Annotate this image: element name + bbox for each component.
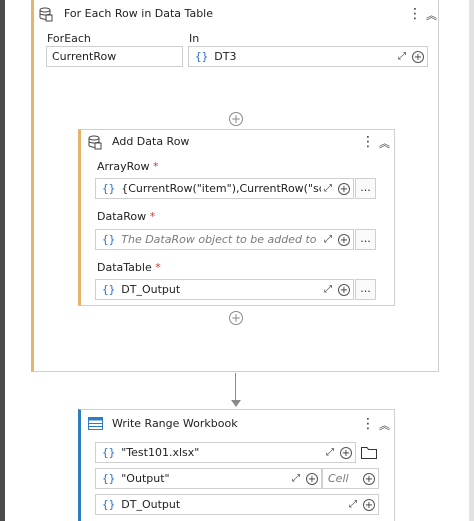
datatable-input[interactable]: {} DT_Output ⤢ + (95, 494, 379, 515)
plus-menu-icon[interactable]: + (338, 283, 350, 296)
expression-icon: {} (102, 446, 116, 459)
data-row-label: DataRow * (97, 210, 155, 223)
data-row-placeholder: The DataRow object to be added to th (121, 233, 321, 246)
write-range-title: Write Range Workbook (112, 417, 238, 430)
connector-arrow (231, 400, 241, 407)
expand-editor-icon[interactable]: ⤢ (324, 183, 332, 194)
in-datatable-value: DT3 (214, 50, 237, 63)
array-row-browse-button[interactable]: ... (355, 178, 376, 199)
folder-icon[interactable] (361, 445, 377, 459)
more-options-icon[interactable]: ⋮ (361, 416, 375, 432)
workbook-path-value: "Test101.xlsx" (121, 446, 200, 459)
expand-editor-icon[interactable]: ⤢ (326, 447, 334, 458)
sheet-name-value: "Output" (121, 472, 170, 485)
plus-menu-icon[interactable]: + (363, 472, 375, 485)
add-activity-icon[interactable]: + (229, 311, 243, 325)
add-data-row-title: Add Data Row (112, 135, 190, 148)
data-table-label-text: DataTable (97, 261, 152, 274)
data-table-input[interactable]: {} DT_Output ⤢ + (95, 279, 354, 300)
array-row-label-text: ArrayRow (97, 160, 150, 173)
datatable-icon (39, 7, 53, 22)
plus-menu-icon[interactable]: + (338, 182, 350, 195)
starting-cell-input[interactable]: Cell + (322, 468, 379, 489)
expand-editor-icon[interactable]: ⤢ (292, 473, 300, 484)
data-table-label: DataTable * (97, 261, 161, 274)
data-table-value: DT_Output (121, 283, 181, 296)
expand-editor-icon[interactable]: ⤢ (324, 234, 332, 245)
right-scrollbar-track[interactable] (469, 0, 474, 521)
left-panel-edge (0, 0, 5, 521)
foreach-variable-value: CurrentRow (52, 50, 117, 63)
array-row-label: ArrayRow * (97, 160, 159, 173)
required-mark: * (153, 160, 159, 173)
plus-menu-icon[interactable]: + (363, 498, 375, 511)
expression-icon: {} (195, 50, 209, 63)
expand-editor-icon[interactable]: ⤢ (324, 284, 332, 295)
add-data-row-activity[interactable] (78, 129, 395, 306)
add-activity-icon[interactable]: + (229, 112, 243, 126)
array-row-input[interactable]: {} {CurrentRow("item"),CurrentRow("sc ⤢ … (95, 178, 354, 199)
data-row-input[interactable]: {} The DataRow object to be added to th … (95, 229, 354, 250)
expression-icon: {} (102, 233, 116, 246)
for-each-title: For Each Row in Data Table (64, 7, 213, 20)
data-row-browse-button[interactable]: ... (355, 229, 376, 250)
expand-editor-icon[interactable]: ⤢ (398, 51, 406, 62)
plus-menu-icon[interactable]: + (306, 472, 318, 485)
plus-menu-icon[interactable]: + (412, 50, 424, 63)
data-table-browse-button[interactable]: ... (355, 279, 376, 300)
foreach-variable-input[interactable]: CurrentRow (46, 46, 183, 67)
array-row-value: {CurrentRow("item"),CurrentRow("sc (121, 182, 321, 195)
workbook-path-input[interactable]: {} "Test101.xlsx" ⤢ + (95, 442, 356, 463)
expression-icon: {} (102, 182, 116, 195)
more-options-icon[interactable]: ⋮ (361, 134, 375, 150)
required-mark: * (155, 261, 161, 274)
expression-icon: {} (102, 472, 116, 485)
datatable-icon (88, 135, 102, 150)
collapse-icon[interactable]: ︽ (379, 137, 390, 150)
sequence-connector (235, 373, 236, 403)
collapse-icon[interactable]: ︽ (426, 9, 437, 22)
plus-menu-icon[interactable]: + (340, 446, 352, 459)
starting-cell-placeholder: Cell (328, 472, 349, 485)
data-row-label-text: DataRow (97, 210, 147, 223)
more-options-icon[interactable]: ⋮ (408, 6, 422, 22)
expression-icon: {} (102, 283, 116, 296)
excel-range-icon (88, 417, 103, 430)
expression-icon: {} (102, 498, 116, 511)
sheet-name-input[interactable]: {} "Output" ⤢ + (95, 468, 322, 489)
foreach-label: ForEach (47, 32, 91, 45)
in-label: In (189, 32, 200, 45)
datatable-value: DT_Output (121, 498, 181, 511)
collapse-icon[interactable]: ︽ (379, 419, 390, 432)
required-mark: * (149, 210, 156, 223)
in-datatable-input[interactable]: {} DT3 ⤢ + (188, 46, 428, 67)
expand-editor-icon[interactable]: ⤢ (349, 499, 357, 510)
plus-menu-icon[interactable]: + (338, 233, 350, 246)
